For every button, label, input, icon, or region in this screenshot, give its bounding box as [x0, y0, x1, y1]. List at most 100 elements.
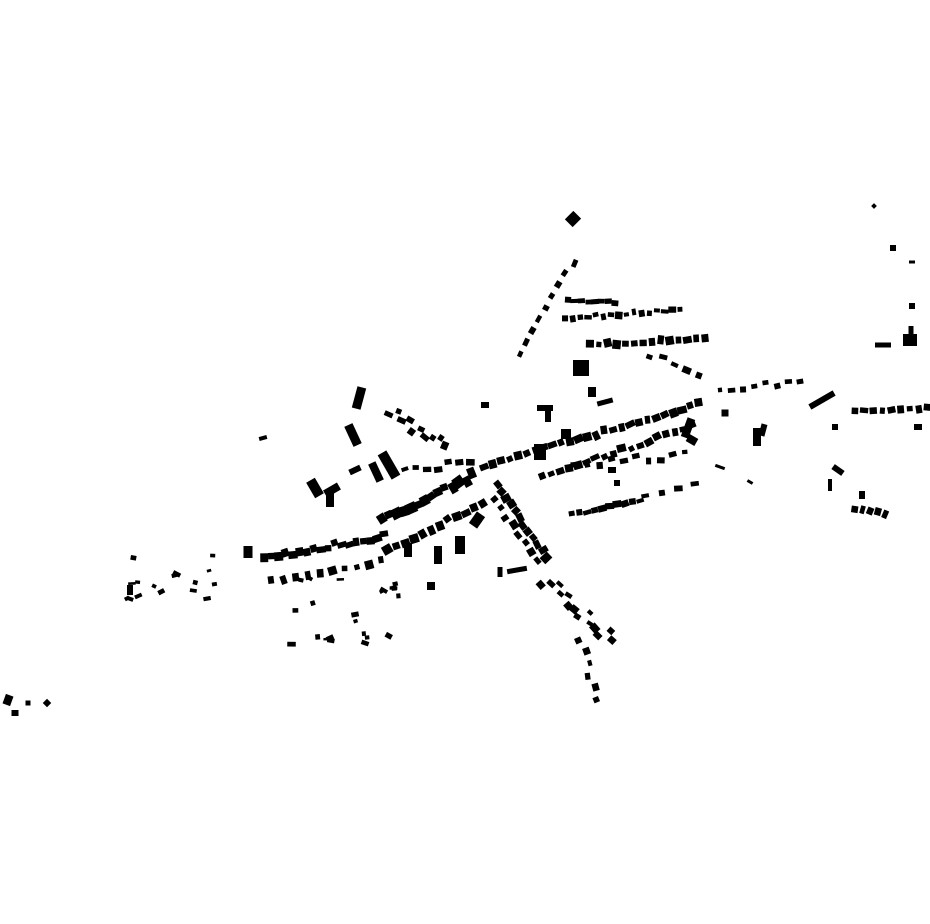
building [528, 533, 538, 543]
building [295, 546, 305, 557]
building [587, 659, 593, 667]
building [302, 547, 312, 557]
building [573, 360, 589, 376]
building [344, 540, 355, 549]
building [455, 536, 465, 554]
building [721, 409, 729, 417]
building [377, 555, 384, 564]
building [360, 639, 370, 647]
building [447, 481, 459, 495]
building [828, 479, 832, 491]
building [280, 547, 290, 558]
building [600, 425, 608, 435]
building [157, 588, 166, 596]
building [597, 504, 608, 513]
building [451, 510, 463, 523]
building [602, 337, 613, 348]
building [670, 361, 679, 369]
building [612, 500, 622, 508]
building [886, 405, 897, 414]
building [125, 595, 134, 602]
building [555, 466, 566, 476]
building [327, 565, 338, 576]
building [773, 382, 781, 390]
building [660, 309, 669, 314]
building [309, 600, 316, 607]
building [577, 314, 584, 321]
building [592, 630, 603, 641]
building [596, 397, 614, 407]
building [539, 551, 553, 565]
building [644, 415, 651, 424]
building [661, 429, 671, 439]
building [668, 450, 678, 458]
building [784, 379, 793, 385]
building [607, 455, 616, 463]
building [493, 479, 503, 490]
building [643, 436, 655, 448]
building [434, 520, 446, 532]
building [850, 505, 859, 514]
building [404, 543, 412, 557]
building [651, 431, 663, 442]
building [279, 574, 288, 585]
building [428, 433, 437, 442]
building [614, 480, 620, 486]
building [287, 641, 296, 647]
building [433, 466, 443, 474]
building [417, 528, 428, 540]
building [348, 464, 362, 476]
building [668, 306, 677, 313]
building [496, 486, 507, 497]
building [497, 567, 503, 577]
building [604, 298, 612, 305]
building [620, 499, 630, 508]
building [375, 512, 388, 525]
building [585, 339, 595, 348]
building [513, 450, 524, 461]
building [717, 387, 723, 393]
building [461, 475, 474, 488]
building [298, 577, 304, 583]
building [379, 586, 389, 594]
building [377, 450, 401, 480]
building [534, 314, 543, 324]
building [203, 595, 212, 602]
building [881, 509, 890, 520]
building [619, 457, 629, 465]
building [641, 493, 650, 499]
building [406, 426, 417, 437]
building [588, 622, 601, 634]
building [646, 310, 653, 317]
building [631, 452, 641, 460]
building [527, 326, 537, 336]
building [746, 479, 754, 485]
building [547, 292, 556, 300]
building [292, 608, 299, 613]
building [427, 582, 435, 590]
building [25, 700, 31, 706]
building [353, 563, 361, 571]
building [673, 485, 683, 492]
building [590, 506, 599, 514]
building [657, 334, 665, 345]
building [361, 631, 367, 637]
building [714, 463, 726, 471]
building [287, 550, 298, 560]
building [545, 408, 551, 422]
building [11, 710, 19, 716]
building [693, 397, 703, 408]
building [533, 556, 542, 565]
building [352, 537, 360, 547]
building [871, 203, 877, 209]
building [496, 456, 506, 465]
building [659, 409, 670, 420]
building [400, 466, 409, 473]
building [336, 577, 345, 581]
building [396, 593, 401, 599]
building [432, 486, 444, 498]
building [680, 417, 696, 439]
building [506, 498, 518, 510]
building [915, 404, 923, 414]
building [451, 474, 467, 490]
